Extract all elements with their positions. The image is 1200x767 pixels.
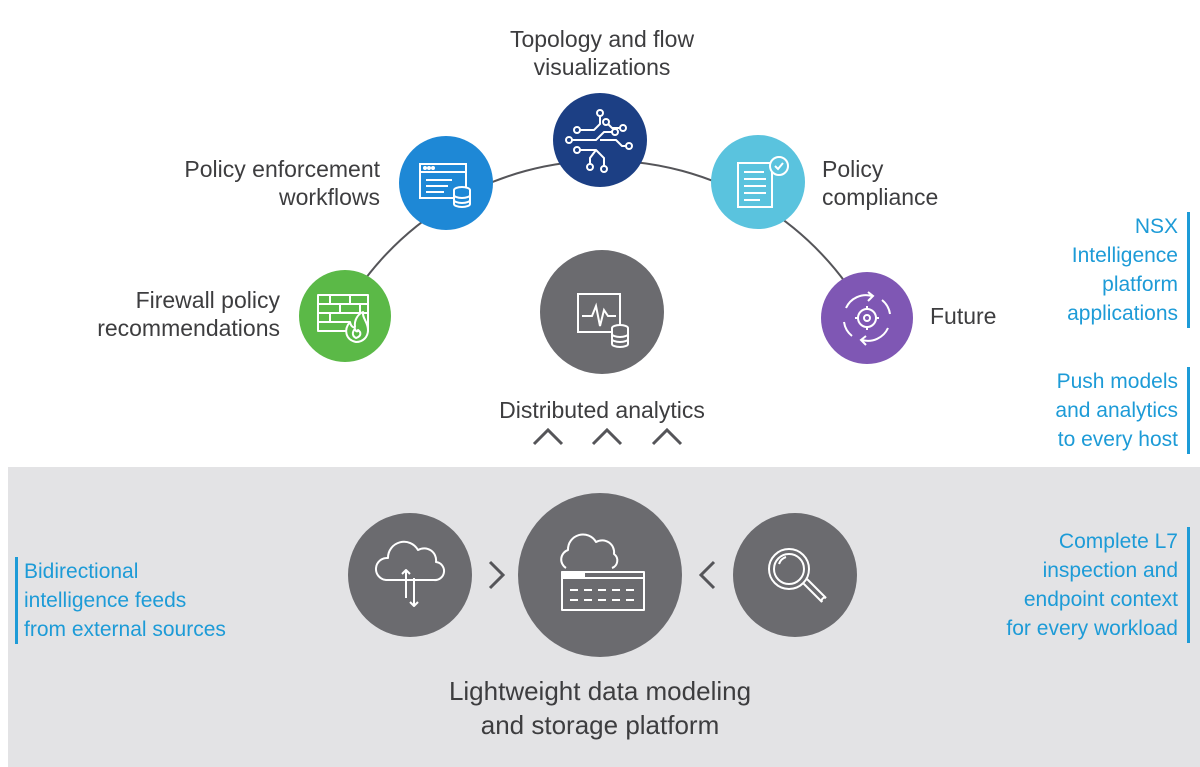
- note-push-line: and analytics: [1055, 399, 1178, 422]
- note-nsx-line: platform: [1102, 273, 1178, 296]
- note-nsx-line: NSX: [1134, 215, 1178, 238]
- note-nsx-line: applications: [1067, 302, 1178, 325]
- note-push-line: to every host: [1057, 428, 1178, 451]
- app-circle-enforcement: [399, 136, 493, 230]
- note-nsx: NSX Intelligence platform applications: [1067, 212, 1190, 328]
- gear-cycle-icon: [843, 291, 891, 346]
- note-l7-line: inspection and: [1042, 559, 1178, 582]
- note-push-line: Push models: [1056, 370, 1178, 393]
- note-feeds-line: from external sources: [24, 618, 226, 641]
- analytics-label: Distributed analytics: [499, 397, 705, 423]
- note-push: Push models and analytics to every host: [1055, 367, 1190, 454]
- magnifier-icon: [768, 548, 827, 603]
- app-label-enforcement: Policy enforcement workflows: [184, 156, 380, 210]
- app-circle-compliance: [711, 135, 805, 229]
- analytics-circle: [540, 250, 664, 374]
- circuit-icon: [565, 109, 633, 173]
- app-label-firewall: Firewall policy recommendations: [97, 287, 280, 341]
- app-circle-firewall: [299, 270, 391, 362]
- app-label-compliance: Policy compliance: [822, 156, 939, 210]
- storage-platform-circle: [518, 493, 682, 657]
- platform-label-line2: and storage platform: [480, 710, 720, 740]
- note-feeds: Bidirectional intelligence feeds from ex…: [15, 557, 226, 644]
- platform-label-line1: Lightweight data modeling: [448, 676, 752, 706]
- note-l7-line: endpoint context: [1023, 588, 1178, 611]
- chevron-up-icon: [651, 427, 683, 446]
- cloud-arrows-icon: [374, 540, 445, 607]
- app-circle-future: [821, 272, 913, 364]
- note-l7-line: for every workload: [1006, 617, 1178, 640]
- app-label-future: Future: [930, 303, 997, 329]
- chevron-right-icon: [488, 560, 506, 590]
- note-feeds-line: intelligence feeds: [24, 589, 187, 612]
- note-nsx-line: Intelligence: [1071, 244, 1178, 267]
- chevron-up-icon: [532, 427, 564, 446]
- chevron-up-icon: [591, 427, 623, 446]
- external-feeds-circle: [348, 513, 472, 637]
- document-check-icon: [737, 156, 789, 208]
- note-l7-line: Complete L7: [1058, 530, 1178, 553]
- platform-label: Lightweight data modeling and storage pl…: [380, 674, 820, 742]
- firewall-icon: [317, 294, 369, 343]
- chevron-left-icon: [698, 560, 716, 590]
- cloud-storage-icon: [560, 533, 645, 611]
- monitor-database-icon: [577, 293, 629, 348]
- browser-database-icon: [419, 163, 471, 208]
- note-l7: Complete L7 inspection and endpoint cont…: [1006, 527, 1190, 643]
- note-feeds-line: Bidirectional: [24, 560, 139, 583]
- app-label-topology: Topology and flow visualizations: [509, 26, 695, 80]
- inspection-circle: [733, 513, 857, 637]
- up-chevrons: [532, 427, 683, 446]
